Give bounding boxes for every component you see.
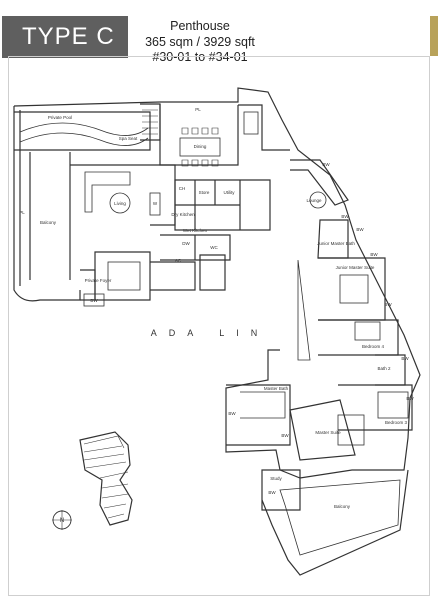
label-bw-b2: BW [406,396,414,401]
label-dw: DW [182,241,190,246]
accent-bar [430,16,438,56]
label-pl-top: PL [195,107,201,112]
label-bw-m2: BW [281,433,289,438]
label-bw-m1: BW [228,411,236,416]
unit-area: 365 sqm / 3929 sqft [145,34,255,49]
type-label: TYPE C [2,16,128,58]
plan-frame [8,56,430,596]
label-bedroom4: Bedroom 4 [362,344,385,349]
label-bw-study: BW [268,490,276,495]
label-bw-b1: BW [401,356,409,361]
unit-name: Penthouse [170,19,230,33]
label-bw-lounge: BW [341,214,349,219]
label-master-suite: Master Suite [315,430,341,435]
label-junior-master-bath: Junior Master Bath [317,241,355,246]
label-bw-foyer: BW [90,298,98,303]
label-balcony-left: Balcony [40,220,57,225]
label-utility: Utility [224,190,236,195]
label-bw-j2: BW [370,252,378,257]
label-dry-kitchen: Dry Kitchen [171,212,195,217]
label-study: Study [270,476,282,481]
label-store: Store [199,190,210,195]
label-dining: Dining [194,144,207,149]
unit-numbers: #30-01 to #34-01 [152,50,248,64]
label-bw-j3: BW [384,302,392,307]
label-ch: CH [179,186,186,191]
label-pl-left: PL [19,210,25,215]
unit-info: Penthouse 365 sqm / 3929 sqft #30-01 to … [130,19,270,66]
label-wc: WC [210,245,218,250]
label-junior-master-suite: Junior Master Suite [336,265,375,270]
compass-north-label: N [60,518,64,524]
label-wet-kitchen: Wet Kitchen [183,228,208,233]
label-bw-top: BW [322,162,330,167]
label-bw-j1: BW [356,227,364,232]
label-bedroom3: Bedroom 3 [385,420,408,425]
label-spa-seat: Spa Seat [119,136,138,141]
label-bath2: Bath 2 [377,366,391,371]
watermark-text: ADA LIN [151,328,270,338]
label-master-bath: Master Bath [264,386,289,391]
label-private-pool: Private Pool [48,115,72,120]
label-balcony-bottom: Balcony [334,504,351,509]
label-living: Living [114,201,126,206]
label-lounge: Lounge [306,198,322,203]
label-private-foyer: Private Foyer [85,278,112,283]
label-w: W [153,201,158,206]
label-ac: AC [175,258,182,263]
